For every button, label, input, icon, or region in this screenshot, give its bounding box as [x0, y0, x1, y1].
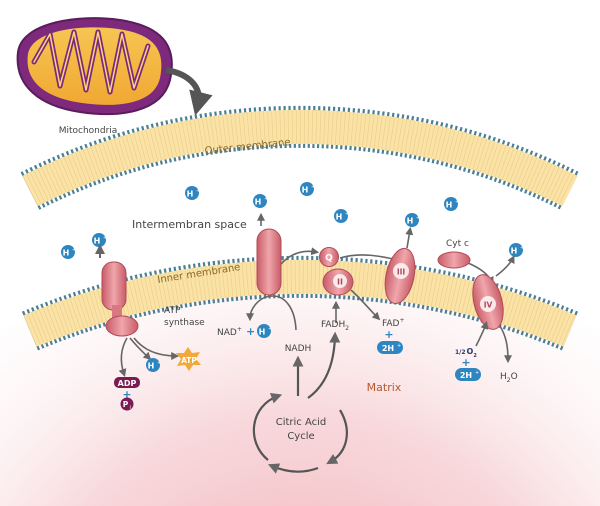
- atp-star: ATP: [176, 347, 201, 371]
- citric-acid-label-2: Cycle: [287, 431, 314, 442]
- cyt-c-label: Cyt c: [446, 239, 469, 249]
- svg-text:ATP: ATP: [181, 356, 197, 365]
- complex-iv-protein: IV: [472, 274, 504, 330]
- svg-text:H: H: [187, 190, 194, 199]
- svg-text:+: +: [397, 343, 401, 349]
- citric-acid-cycle: [252, 393, 348, 474]
- svg-text:+: +: [103, 235, 107, 241]
- svg-text:2H: 2H: [382, 344, 394, 353]
- svg-text:+: +: [520, 245, 524, 251]
- svg-text:H: H: [255, 198, 262, 207]
- nad-label: NAD+: [217, 326, 242, 338]
- half-o2-label: 1/2O2: [455, 347, 477, 359]
- fad-arrow: [350, 289, 381, 321]
- svg-text:H: H: [259, 328, 266, 337]
- fadh2-label: FADH2: [321, 320, 349, 332]
- atp-synthase-label-2: synthase: [164, 318, 205, 328]
- svg-text:II: II: [337, 278, 343, 287]
- proton-ims-6: H +: [444, 197, 459, 211]
- fad-label: FAD+: [382, 317, 404, 329]
- svg-text:i: i: [130, 405, 131, 411]
- adp-arrow: [118, 337, 128, 378]
- svg-text:2H: 2H: [460, 371, 472, 380]
- svg-text:+: +: [455, 199, 459, 205]
- svg-text:H: H: [94, 237, 101, 246]
- fad-plus: +: [384, 328, 393, 341]
- proton-atp-synthase-top: H +: [92, 233, 107, 247]
- matrix-label: Matrix: [367, 381, 402, 394]
- complex-i-nadh-path: [246, 295, 297, 331]
- proton-ims-7: H +: [61, 245, 76, 259]
- h-out-arrow: [129, 337, 152, 361]
- o2-plus: +: [461, 356, 470, 369]
- adp-plus: +: [122, 388, 131, 401]
- adp-badge: ADP: [114, 377, 140, 388]
- matrix-region: [0, 264, 600, 506]
- phosphate-badge: P i: [120, 397, 134, 411]
- intermembrane-space-label: Intermembran space: [132, 218, 247, 231]
- nad-plus: +: [246, 325, 255, 338]
- svg-text:ADP: ADP: [118, 379, 137, 388]
- complex-ii-protein: II: [322, 268, 354, 296]
- atp-synthase-label-1: ATP: [164, 306, 181, 316]
- proton-complex-iv-top: H +: [509, 243, 524, 257]
- outer-membrane: [20, 105, 580, 210]
- svg-text:+: +: [196, 188, 200, 194]
- svg-text:+: +: [72, 247, 76, 253]
- svg-text:H: H: [511, 247, 518, 256]
- cycle-to-fadh2: [307, 331, 341, 399]
- svg-text:IV: IV: [484, 301, 493, 310]
- svg-text:III: III: [397, 268, 406, 277]
- complex-iv-h-arrow: [495, 255, 515, 277]
- svg-text:+: +: [416, 215, 420, 221]
- proton-atp-synthase-bottom: H +: [146, 358, 161, 372]
- svg-text:H: H: [63, 249, 70, 258]
- svg-text:H: H: [446, 201, 453, 210]
- complex-i-protein: [256, 228, 282, 296]
- atp-synthase-protein: [95, 244, 139, 337]
- q-to-complex-iii: [339, 254, 402, 263]
- nadh-label: NADH: [285, 344, 312, 354]
- mitochondria-label: Mitochondria: [59, 126, 118, 136]
- water-arrow: [499, 325, 512, 364]
- zoom-arrow: [165, 67, 213, 116]
- proton-ims-2: H +: [300, 182, 315, 196]
- svg-text:H: H: [148, 362, 155, 371]
- citric-acid-label-1: Citric Acid: [276, 417, 327, 428]
- proton-nad: H +: [257, 324, 272, 338]
- two-protons-fad: 2H +: [377, 341, 403, 354]
- svg-text:+: +: [157, 360, 161, 366]
- oxygen-arrow: [475, 320, 489, 347]
- proton-ims-5: H +: [405, 213, 420, 227]
- complex-iii-protein: III: [384, 247, 416, 305]
- complex-iii-h-arrow: [405, 226, 414, 249]
- atp-arrow: [133, 337, 180, 360]
- svg-text:+: +: [475, 370, 479, 376]
- svg-text:H: H: [302, 186, 309, 195]
- svg-text:H: H: [336, 213, 343, 222]
- proton-ims-1: H +: [185, 186, 200, 200]
- svg-text:+: +: [268, 326, 272, 332]
- mitochondria-icon: [16, 17, 173, 115]
- svg-text:P: P: [123, 400, 129, 409]
- proton-ims-4: H +: [334, 209, 349, 223]
- svg-text:Q: Q: [325, 254, 333, 264]
- proton-ims-3: H +: [253, 194, 268, 208]
- svg-text:+: +: [264, 196, 268, 202]
- svg-text:+: +: [345, 211, 349, 217]
- two-protons-o2: 2H +: [455, 368, 481, 381]
- water-label: H2O: [500, 372, 518, 384]
- coenzyme-q: Q: [319, 247, 339, 267]
- cytochrome-c: [437, 251, 471, 269]
- svg-text:+: +: [311, 184, 315, 190]
- svg-text:H: H: [407, 217, 414, 226]
- complex-i-to-q: [280, 247, 320, 265]
